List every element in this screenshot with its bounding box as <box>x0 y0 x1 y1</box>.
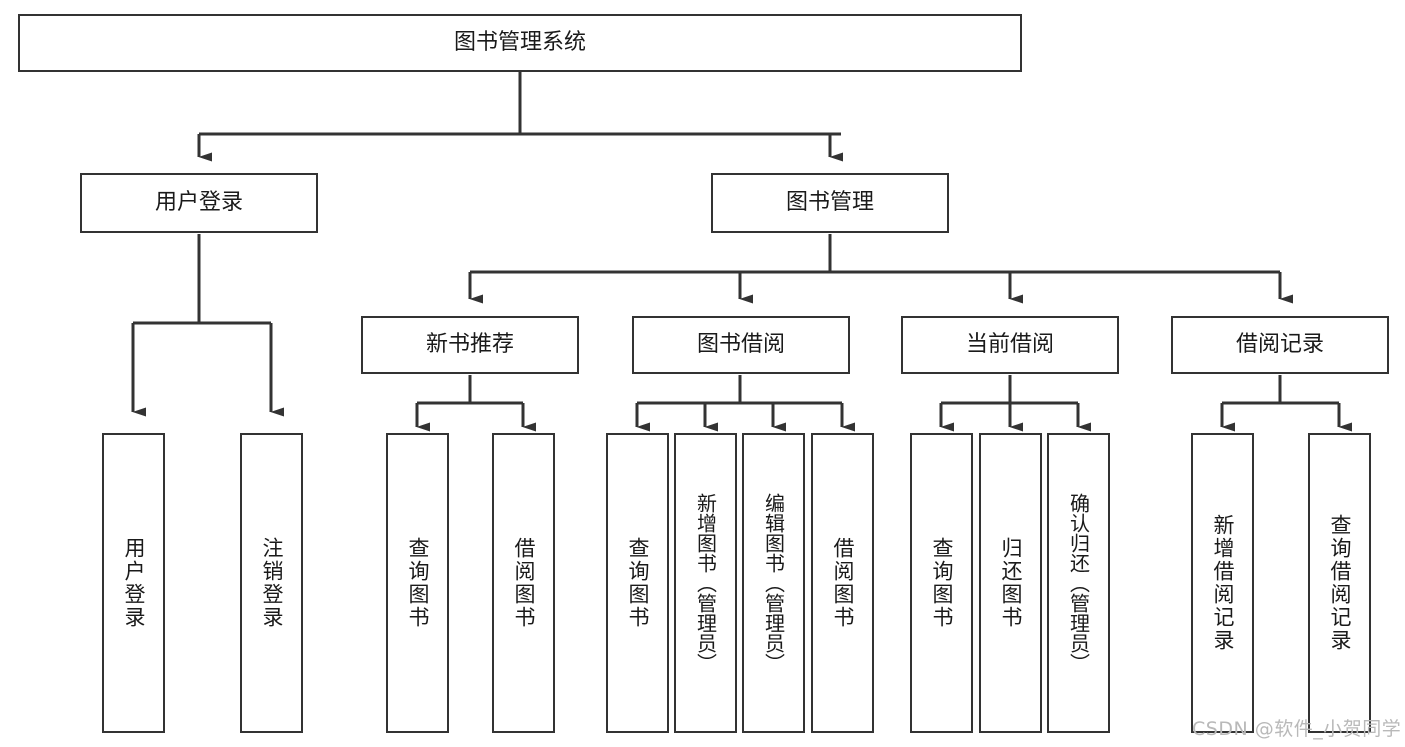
node-leaf-user-login[interactable]: 用户登录 <box>102 433 165 733</box>
node-leaf-edit-book-label: 编辑图书（管理员） <box>761 493 786 673</box>
node-leaf-user-logout[interactable]: 注销登录 <box>240 433 303 733</box>
node-new-book-recommend-label: 新书推荐 <box>425 332 514 358</box>
node-leaf-return-book[interactable]: 归还图书 <box>979 433 1042 733</box>
node-book-borrow[interactable]: 图书借阅 <box>632 316 850 374</box>
node-borrow-record-label: 借阅记录 <box>1235 332 1324 358</box>
node-leaf-borrow-book-1[interactable]: 借阅图书 <box>492 433 555 733</box>
node-leaf-confirm-return-label: 确认归还（管理员） <box>1066 493 1091 673</box>
node-leaf-add-book-label: 新增图书（管理员） <box>693 493 718 673</box>
node-new-book-recommend[interactable]: 新书推荐 <box>361 316 579 374</box>
node-leaf-return-book-label: 归还图书 <box>999 537 1023 629</box>
node-leaf-query-record-label: 查询借阅记录 <box>1328 514 1352 652</box>
node-leaf-add-record[interactable]: 新增借阅记录 <box>1191 433 1254 733</box>
node-leaf-confirm-return[interactable]: 确认归还（管理员） <box>1047 433 1110 733</box>
node-book-manage-label: 图书管理 <box>785 190 874 216</box>
node-current-borrow-label: 当前借阅 <box>965 332 1054 358</box>
node-leaf-query-book-2[interactable]: 查询图书 <box>606 433 669 733</box>
node-leaf-query-book-1[interactable]: 查询图书 <box>386 433 449 733</box>
node-leaf-edit-book[interactable]: 编辑图书（管理员） <box>742 433 805 733</box>
node-book-borrow-label: 图书借阅 <box>696 332 785 358</box>
edge-new-book-recommend-to-leaves <box>415 375 536 432</box>
node-leaf-query-book-2-label: 查询图书 <box>626 537 650 629</box>
node-root[interactable]: 图书管理系统 <box>18 14 1022 72</box>
node-leaf-user-login-label: 用户登录 <box>122 537 146 629</box>
edge-book-borrow-to-leaves <box>635 375 855 432</box>
edge-book-manage-to-level3 <box>468 234 1293 304</box>
node-leaf-query-book-3-label: 查询图书 <box>930 537 954 629</box>
node-leaf-query-record[interactable]: 查询借阅记录 <box>1308 433 1371 733</box>
node-leaf-borrow-book-2[interactable]: 借阅图书 <box>811 433 874 733</box>
edge-current-borrow-to-leaves <box>939 375 1091 432</box>
node-leaf-user-logout-label: 注销登录 <box>260 537 284 629</box>
node-leaf-query-book-1-label: 查询图书 <box>406 537 430 629</box>
node-book-manage[interactable]: 图书管理 <box>711 173 949 233</box>
node-user-login-label: 用户登录 <box>154 190 243 216</box>
edge-root-to-level2 <box>197 72 843 162</box>
node-leaf-borrow-book-1-label: 借阅图书 <box>512 537 536 629</box>
node-leaf-add-book[interactable]: 新增图书（管理员） <box>674 433 737 733</box>
node-borrow-record[interactable]: 借阅记录 <box>1171 316 1389 374</box>
node-leaf-add-record-label: 新增借阅记录 <box>1211 514 1235 652</box>
node-leaf-query-book-3[interactable]: 查询图书 <box>910 433 973 733</box>
node-user-login[interactable]: 用户登录 <box>80 173 318 233</box>
node-current-borrow[interactable]: 当前借阅 <box>901 316 1119 374</box>
watermark-text: CSDN @软件_小贺同学 <box>1192 718 1402 740</box>
node-root-label: 图书管理系统 <box>453 30 586 56</box>
edge-borrow-record-to-leaves <box>1220 375 1352 432</box>
node-leaf-borrow-book-2-label: 借阅图书 <box>831 537 855 629</box>
edge-user-login-to-leaves <box>131 234 284 417</box>
